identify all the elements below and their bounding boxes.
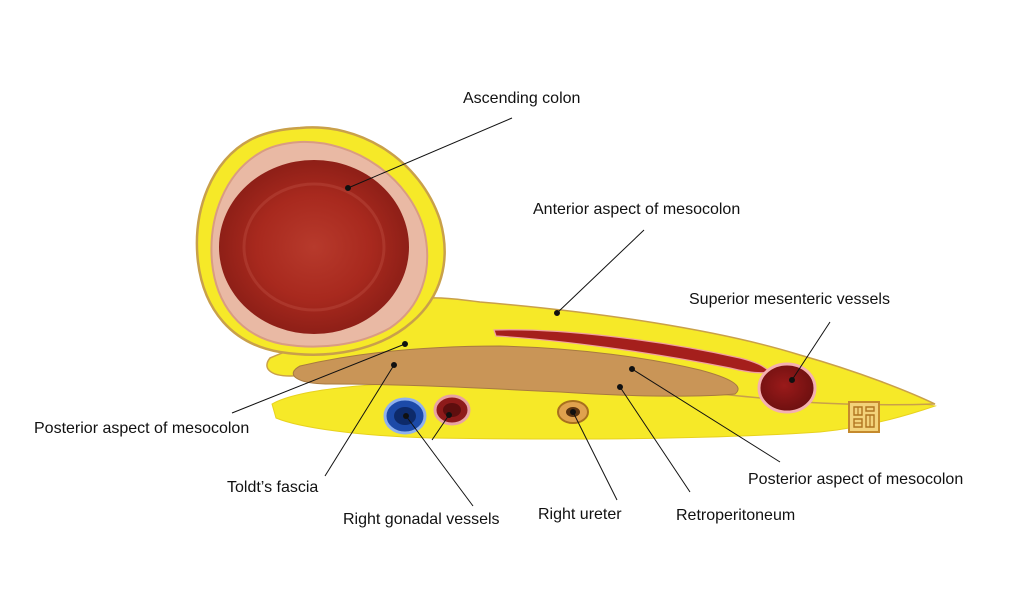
leader-gonadal-2 <box>431 414 450 441</box>
label-posterior-mesocolon-right: Posterior aspect of mesocolon <box>748 471 964 488</box>
leader-dot-toldts-fascia <box>391 362 397 368</box>
label-superior-mesenteric-vessels: Superior mesenteric vessels <box>689 291 890 308</box>
leader-posterior-mesocolon-right <box>631 368 781 463</box>
lumen-ring <box>242 182 386 312</box>
toldts-fascia-band <box>292 345 739 397</box>
leader-dot-smv <box>789 377 795 383</box>
leader-posterior-mesocolon-left <box>231 343 406 414</box>
label-posterior-mesocolon-left: Posterior aspect of mesocolon <box>34 420 250 437</box>
superior-mesenteric-vessel <box>757 362 817 414</box>
leader-dot-ureter <box>570 409 576 415</box>
gonadal-artery-lumen <box>443 403 461 417</box>
label-right-gonadal-vessels: Right gonadal vessels <box>343 511 500 528</box>
label-retroperitoneum: Retroperitoneum <box>676 507 796 524</box>
leader-ureter <box>572 411 618 501</box>
leader-smv <box>791 321 831 381</box>
leader-toldts-fascia <box>324 364 395 477</box>
leader-retroperitoneum <box>619 386 691 493</box>
leader-gonadal-1 <box>405 415 474 507</box>
leader-dot-ascending-colon <box>345 185 351 191</box>
leader-dot-gonadal-1 <box>403 413 409 419</box>
leader-dot-gonadal-2 <box>446 412 452 418</box>
leader-anterior-mesocolon <box>556 229 645 314</box>
label-anterior-mesocolon: Anterior aspect of mesocolon <box>533 201 741 218</box>
label-ascending-colon: Ascending colon <box>463 90 581 107</box>
label-toldts-fascia: Toldt’s fascia <box>227 479 319 496</box>
leader-ascending-colon <box>347 117 513 189</box>
leader-dot-anterior-mesocolon <box>554 310 560 316</box>
leader-dot-posterior-mesocolon-right <box>629 366 635 372</box>
colon-lumen <box>219 160 409 334</box>
leader-dot-posterior-mesocolon-left <box>402 341 408 347</box>
leader-dot-retroperitoneum <box>617 384 623 390</box>
label-right-ureter: Right ureter <box>538 506 622 523</box>
artist-seal-icon <box>848 401 880 433</box>
leader-lines <box>231 117 831 507</box>
